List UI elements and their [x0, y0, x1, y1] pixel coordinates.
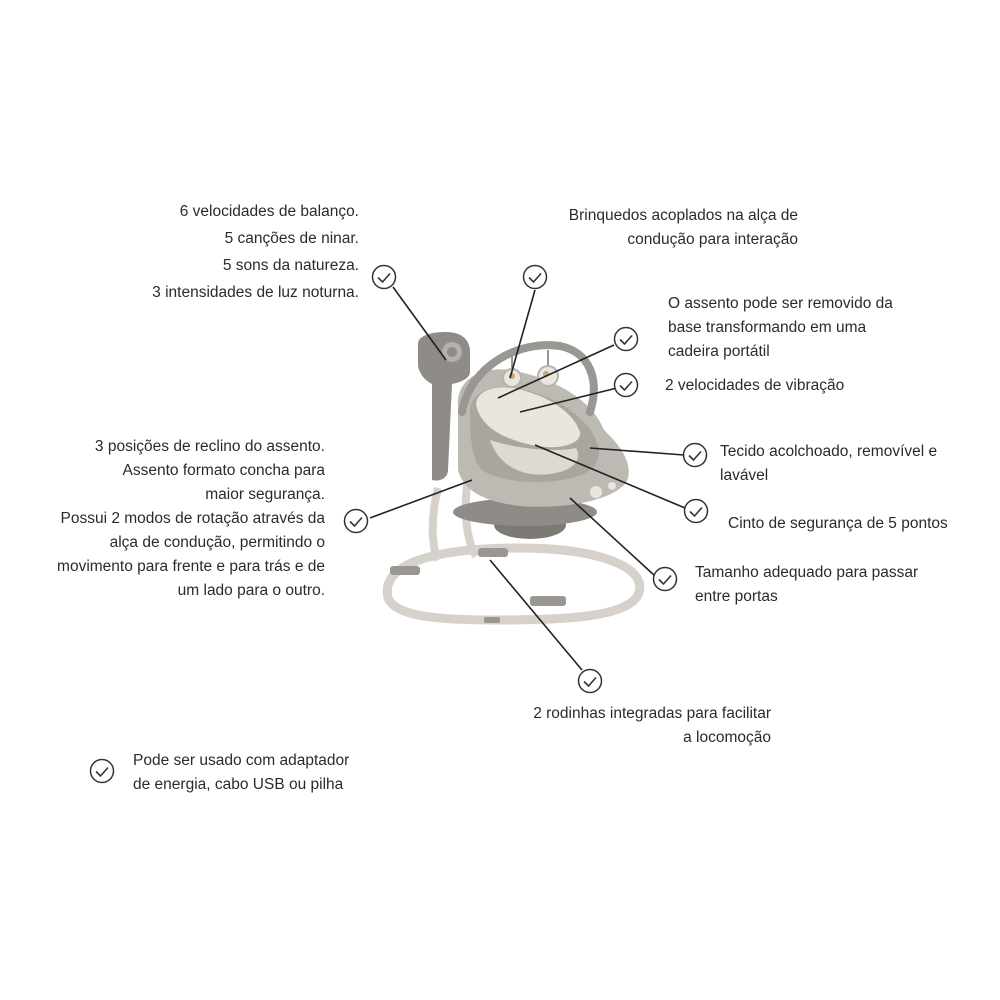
- callout-line: condução para interação: [627, 231, 798, 248]
- callout-line: Brinquedos acoplados na alça de: [568, 207, 798, 224]
- callout-vibration: 2 velocidades de vibração: [665, 374, 844, 398]
- callout-line: base transformando em uma: [668, 319, 867, 336]
- callout-line: Cinto de segurança de 5 pontos: [728, 515, 948, 532]
- callout-line: movimento para frente e para trás e de: [57, 558, 325, 575]
- check-circle-icon: [652, 566, 678, 592]
- callout-line: um lado para o outro.: [177, 582, 325, 599]
- callout-line: O assento pode ser removido da: [668, 295, 893, 312]
- callout-fabric: Tecido acolchoado, removível e lavável: [720, 440, 937, 488]
- callout-toys: Brinquedos acoplados na alça de condução…: [569, 204, 798, 252]
- check-circle-icon: [577, 668, 603, 694]
- check-circle-icon: [682, 442, 708, 468]
- check-circle-icon: [89, 758, 115, 784]
- check-circle-icon: [371, 264, 397, 290]
- callout-line: de energia, cabo USB ou pilha: [133, 776, 344, 793]
- check-circle-icon: [613, 326, 639, 352]
- callout-power: Pode ser usado com adaptador de energia,…: [133, 749, 349, 797]
- callout-line: a locomoção: [683, 729, 771, 746]
- callout-line: Pode ser usado com adaptador: [133, 752, 350, 769]
- callout-line: 3 posições de reclino do assento.: [94, 438, 325, 455]
- check-circle-icon: [683, 498, 709, 524]
- callout-line: entre portas: [695, 588, 778, 605]
- callout-wheels: 2 rodinhas integradas para facilitar a l…: [533, 702, 771, 750]
- callout-size: Tamanho adequado para passar entre porta…: [695, 561, 918, 609]
- callout-line: alça de condução, permitindo o: [109, 534, 325, 551]
- callout-seat-modes: 3 posições de reclino do assento. Assent…: [57, 435, 325, 603]
- callout-line: 5 sons da natureza.: [222, 257, 359, 274]
- check-circle-icon: [343, 508, 369, 534]
- callout-line: maior segurança.: [205, 486, 325, 503]
- callout-line: Assento formato concha para: [122, 462, 325, 479]
- callout-harness: Cinto de segurança de 5 pontos: [728, 512, 948, 536]
- callout-removable-seat: O assento pode ser removido da base tran…: [668, 292, 893, 364]
- callout-line: 2 velocidades de vibração: [665, 377, 845, 394]
- check-circle-icon: [613, 372, 639, 398]
- callout-controls: 6 velocidades de balanço. 5 canções de n…: [152, 200, 359, 305]
- callout-line: 3 intensidades de luz noturna.: [152, 284, 359, 301]
- callout-line: 5 canções de ninar.: [224, 230, 359, 247]
- callout-line: Tecido acolchoado, removível e: [720, 443, 938, 460]
- callout-line: Tamanho adequado para passar: [695, 564, 919, 581]
- callout-line: cadeira portátil: [668, 343, 770, 360]
- callout-line: Possui 2 modos de rotação através da: [60, 510, 325, 527]
- check-circle-icon: [522, 264, 548, 290]
- callout-line: 2 rodinhas integradas para facilitar: [533, 705, 771, 722]
- callout-line: lavável: [720, 467, 769, 484]
- callout-line: 6 velocidades de balanço.: [179, 203, 359, 220]
